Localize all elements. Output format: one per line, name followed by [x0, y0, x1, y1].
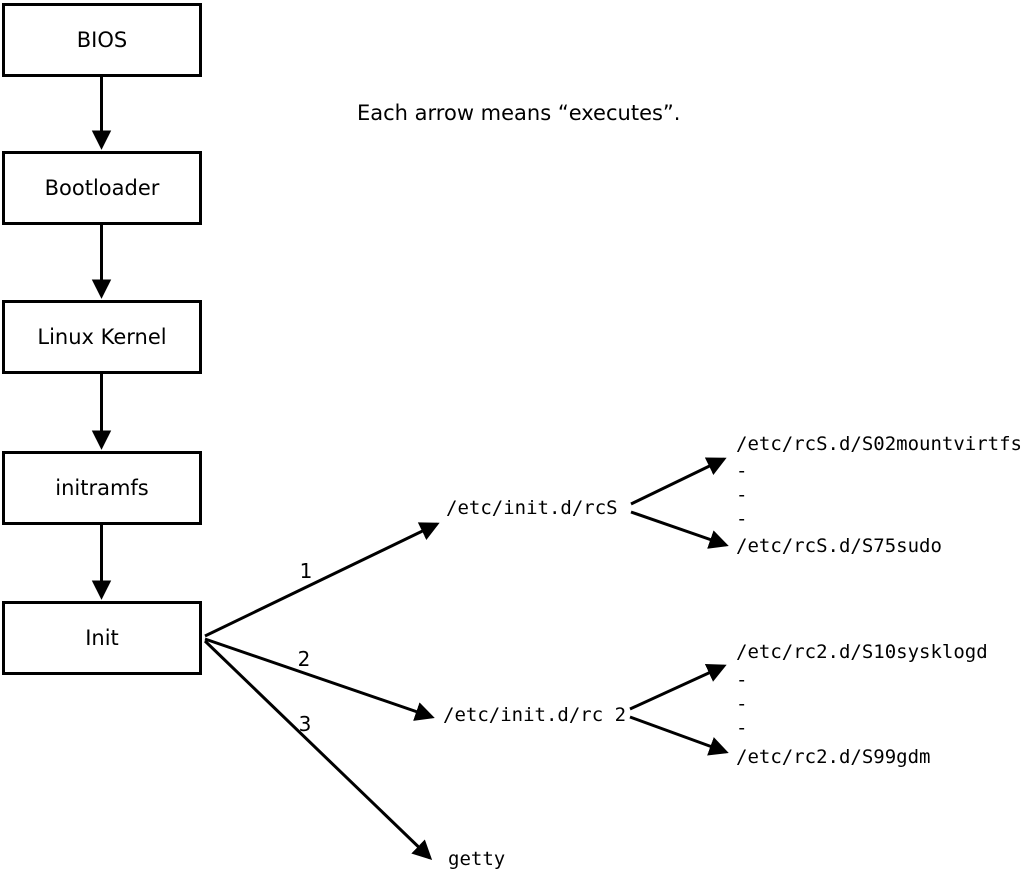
box-initramfs-label: initramfs	[55, 476, 149, 500]
arrow-rcs-to-s75sudo	[630, 510, 729, 549]
box-initramfs: initramfs	[2, 451, 202, 525]
leaf-rc2-ellipsis-dash: -	[736, 693, 748, 715]
box-init-label: Init	[85, 626, 119, 650]
target-rcs: /etc/init.d/rcS	[446, 497, 618, 519]
leaf-rc2-s10sysklogd: /etc/rc2.d/S10sysklogd	[736, 641, 988, 663]
box-bootloader: Bootloader	[2, 151, 202, 225]
leaf-rc2-ellipsis-dash: -	[736, 717, 748, 739]
target-rc2: /etc/init.d/rc 2	[443, 704, 627, 726]
caption: Each arrow means “executes”.	[357, 101, 681, 125]
leaf-rcs-ellipsis-dash: -	[736, 484, 748, 506]
leaf-rc2-ellipsis-dash: -	[736, 669, 748, 691]
arrow-rc2-to-s10sysklogd	[629, 664, 727, 711]
branch-order-1: 1	[299, 559, 313, 583]
box-bios-label: BIOS	[76, 28, 128, 52]
target-getty: getty	[448, 848, 506, 870]
branch-order-3: 3	[298, 712, 312, 736]
arrow-rcs-to-s02mountvirtfs	[630, 457, 727, 506]
leaf-rcs-ellipsis-dash: -	[736, 508, 748, 530]
leaf-rc2-s99gdm: /etc/rc2.d/S99gdm	[736, 746, 931, 768]
box-linux-kernel-label: Linux Kernel	[37, 325, 167, 349]
branch-order-2: 2	[297, 647, 311, 671]
box-linux-kernel: Linux Kernel	[2, 300, 202, 374]
box-init: Init	[2, 601, 202, 675]
box-bootloader-label: Bootloader	[44, 176, 160, 200]
arrow-init-to-getty	[203, 639, 433, 861]
box-bios: BIOS	[2, 3, 202, 77]
leaf-rcs-s75sudo: /etc/rcS.d/S75sudo	[736, 535, 942, 557]
arrow-init-to-rcs	[204, 522, 440, 638]
arrow-init-to-rc2	[204, 637, 435, 721]
arrow-rc2-to-s99gdm	[629, 715, 729, 756]
leaf-rcs-ellipsis-dash: -	[736, 460, 748, 482]
leaf-rcs-s02mountvirtfs: /etc/rcS.d/S02mountvirtfs	[736, 433, 1022, 455]
